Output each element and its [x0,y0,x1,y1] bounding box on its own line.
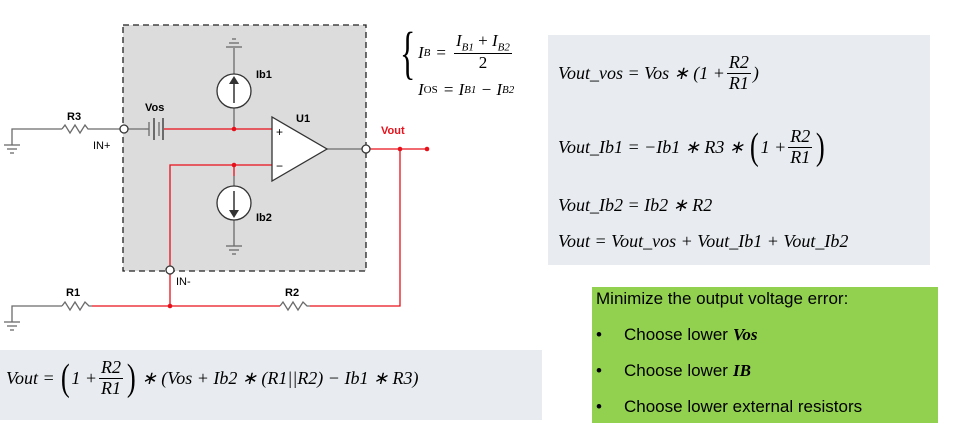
eq-vout-ib1-fraction: R2 R1 [788,126,813,168]
current-source-ib2 [216,185,252,221]
bullet-icon: • [596,361,602,380]
ground-icon-top [226,38,242,58]
vout-terminal-dot [424,146,430,152]
ib-denominator: 2 [478,53,488,73]
ground-icon-left-top [4,131,20,154]
ios-sub1: B1 [464,84,477,96]
one-plus: 1 + [760,136,787,157]
resistor-r2 [279,300,310,312]
fraction-denominator: R1 [100,377,121,398]
ground-icon-left-bottom [4,308,20,331]
eq-total-lhs: Vout = [6,367,55,388]
advice-item-emphasis: IB [732,361,751,380]
label-r1: R1 [66,287,80,299]
eq-vout-vos-lhs: Vout_vos = Vos ∗ (1 + [558,62,725,83]
in-minus-terminal [165,265,175,275]
advice-item-text: Choose lower external resistors [624,397,863,416]
ib-subscript: B [423,46,431,59]
eq-vout-total: Vout = ( 1 + R2 R1 ) ∗ (Vos + Ib2 ∗ (R1|… [6,357,419,400]
output-equations-panel: Vout_vos = Vos ∗ (1 + R2 R1 ) Vout_Ib1 =… [548,35,930,265]
ib-symbol: I [418,42,424,62]
eq-vout-ib1-lhs: Vout_Ib1 = −Ib1 ∗ R3 ∗ [558,136,744,157]
label-plus: + [276,125,283,139]
vos-source [145,118,164,140]
junction-dot [167,303,173,309]
eq-vout-sum-text: Vout = Vout_vos + Vout_Ib1 + Vout_Ib2 [558,231,849,251]
eq-vout-ib2-text: Vout_Ib2 = Ib2 ∗ R2 [558,195,713,215]
label-in-minus: IN- [176,276,191,288]
open-paren: ( [749,126,759,169]
label-vout: Vout [381,125,405,137]
advice-panel: Minimize the output voltage error: • Cho… [592,287,938,423]
vout-terminal [361,144,371,154]
advice-item: • Choose lower Vos [596,325,758,345]
advice-item: • Choose lower external resistors [596,397,862,417]
fraction-numerator: R2 [788,126,813,148]
fraction-numerator: R2 [98,357,123,379]
resistor-r3 [61,123,90,135]
bullet-icon: • [596,397,602,416]
eq-vout-vos: Vout_vos = Vos ∗ (1 + R2 R1 ) [558,52,759,94]
close-paren: ) [126,357,136,400]
advice-item-text: Choose lower [624,325,728,344]
eq-vout-ib2: Vout_Ib2 = Ib2 ∗ R2 [558,195,712,216]
fraction-denominator: R1 [790,146,811,167]
fraction-numerator: R2 [726,52,751,74]
label-in-plus: IN+ [93,140,110,152]
ios-subscript: OS [423,84,438,96]
total-output-equation: Vout = ( 1 + R2 R1 ) ∗ (Vos + Ib2 ∗ (R1|… [0,350,542,420]
brace-symbol: { [400,20,416,85]
close-paren: ) [816,126,826,169]
in-plus-terminal [119,124,129,134]
eq-vout-vos-fraction: R2 R1 [726,52,751,94]
label-ib1: Ib1 [256,69,272,81]
fraction-denominator: R1 [728,72,749,93]
op-amp-u1 [271,115,329,183]
label-ib2: Ib2 [256,212,272,224]
current-source-ib1 [216,73,252,109]
ib-numerator: IB1 + IB2 [454,31,512,55]
label-r3: R3 [67,111,81,123]
advice-item-text: Choose lower [624,361,728,380]
advice-item-emphasis: Vos [732,325,758,344]
eq-vout-ib1: Vout_Ib1 = −Ib1 ∗ R3 ∗ ( 1 + R2 R1 ) [558,126,827,169]
open-paren: ( [60,357,70,400]
eq-total-rhs: ∗ (Vos + Ib2 ∗ (R1||R2) − Ib1 ∗ R3) [141,367,419,388]
one-plus: 1 + [71,367,97,388]
advice-title: Minimize the output voltage error: [596,289,849,308]
eq-vout-sum: Vout = Vout_vos + Vout_Ib1 + Vout_Ib2 [558,231,848,252]
ios-rhs-mid: − I [476,80,502,99]
label-u1: U1 [296,113,310,125]
op-amp-schematic: R3 Vos Ib1 U1 Vout IN+ + − Ib2 IN- R1 R2 [4,24,430,331]
label-vos: Vos [145,102,164,114]
eq-total-fraction: R2 R1 [98,357,123,399]
eq-vout-vos-rhs: ) [752,62,759,83]
op-amp-model-box [122,24,367,272]
ios-rhs-start: = I [442,80,465,99]
junction-dot [397,146,403,152]
ios-sub2: B2 [502,84,515,96]
label-minus: − [276,159,283,173]
equals-sign: = [436,42,446,62]
advice-item: • Choose lower IB [596,361,751,381]
label-r2: R2 [285,287,299,299]
ground-icon-bottom [226,232,242,255]
resistor-r1 [61,300,92,312]
ib-fraction: IB1 + IB2 2 [454,31,512,73]
ios-symbol: I [418,80,424,99]
bullet-icon: • [596,325,602,344]
